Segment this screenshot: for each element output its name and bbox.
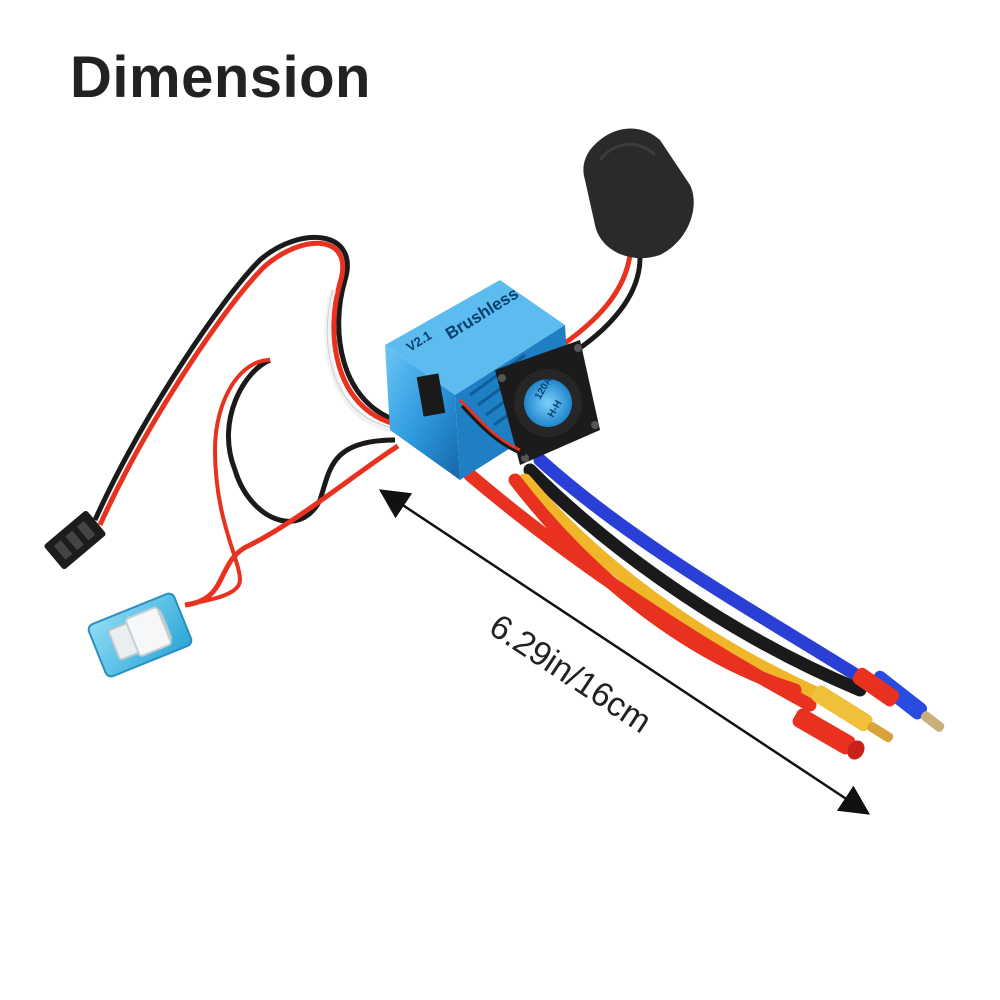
cooling-fan: 120A H-H bbox=[458, 340, 600, 465]
fan-hub bbox=[524, 379, 572, 427]
page-title: Dimension bbox=[70, 45, 371, 110]
power-switch bbox=[87, 592, 193, 678]
switch-cable bbox=[184, 357, 400, 608]
dimension-label: 6.29in/16cm bbox=[483, 607, 658, 741]
servo-plug bbox=[44, 510, 106, 570]
receiver-cable bbox=[92, 235, 396, 527]
capacitor-cap bbox=[583, 128, 694, 259]
capacitor-lead bbox=[553, 128, 694, 361]
bullet-connectors bbox=[792, 667, 945, 760]
dimension-arrow bbox=[378, 489, 871, 815]
